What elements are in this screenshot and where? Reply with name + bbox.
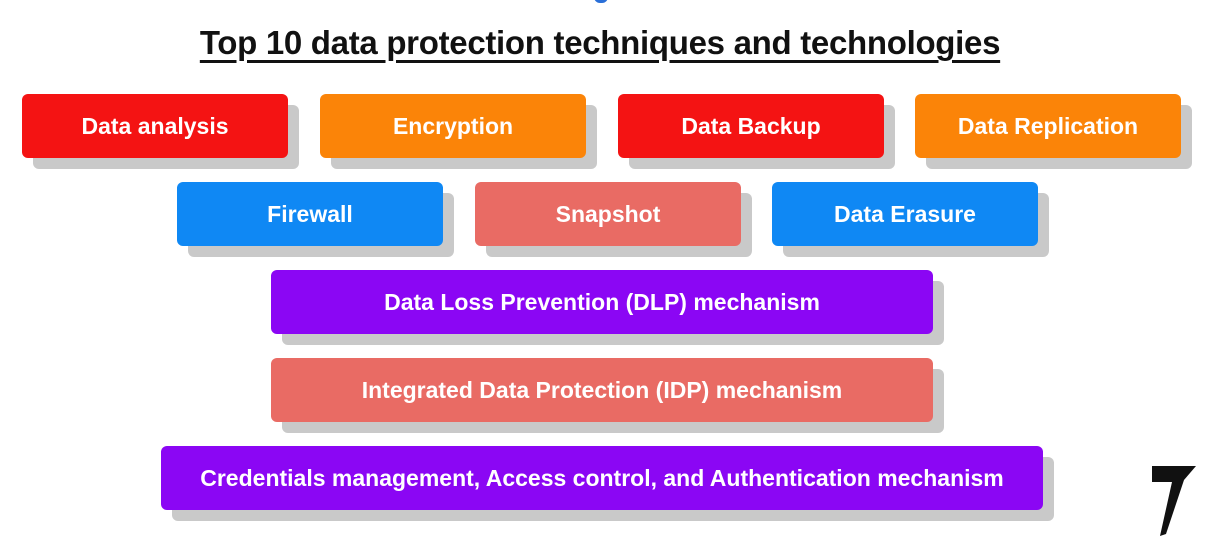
technique-box-data-erasure: Data Erasure <box>772 182 1038 246</box>
technique-box-encryption: Encryption <box>320 94 586 158</box>
technique-box-data-loss-prevention-dlp-mechanism: Data Loss Prevention (DLP) mechanism <box>271 270 933 334</box>
technique-box-data-analysis: Data analysis <box>22 94 288 158</box>
technique-box-data-replication: Data Replication <box>915 94 1181 158</box>
technique-box-snapshot: Snapshot <box>475 182 741 246</box>
top-edge-mark <box>594 0 608 3</box>
technique-box-credentials-management-access-control-and-authentication-mechanism: Credentials management, Access control, … <box>161 446 1043 510</box>
diagram-title: Top 10 data protection techniques and te… <box>199 24 1001 61</box>
technique-box-integrated-data-protection-idp-mechanism: Integrated Data Protection (IDP) mechani… <box>271 358 933 422</box>
brand-logo-icon <box>1152 466 1196 536</box>
technique-box-data-backup: Data Backup <box>618 94 884 158</box>
technique-box-firewall: Firewall <box>177 182 443 246</box>
